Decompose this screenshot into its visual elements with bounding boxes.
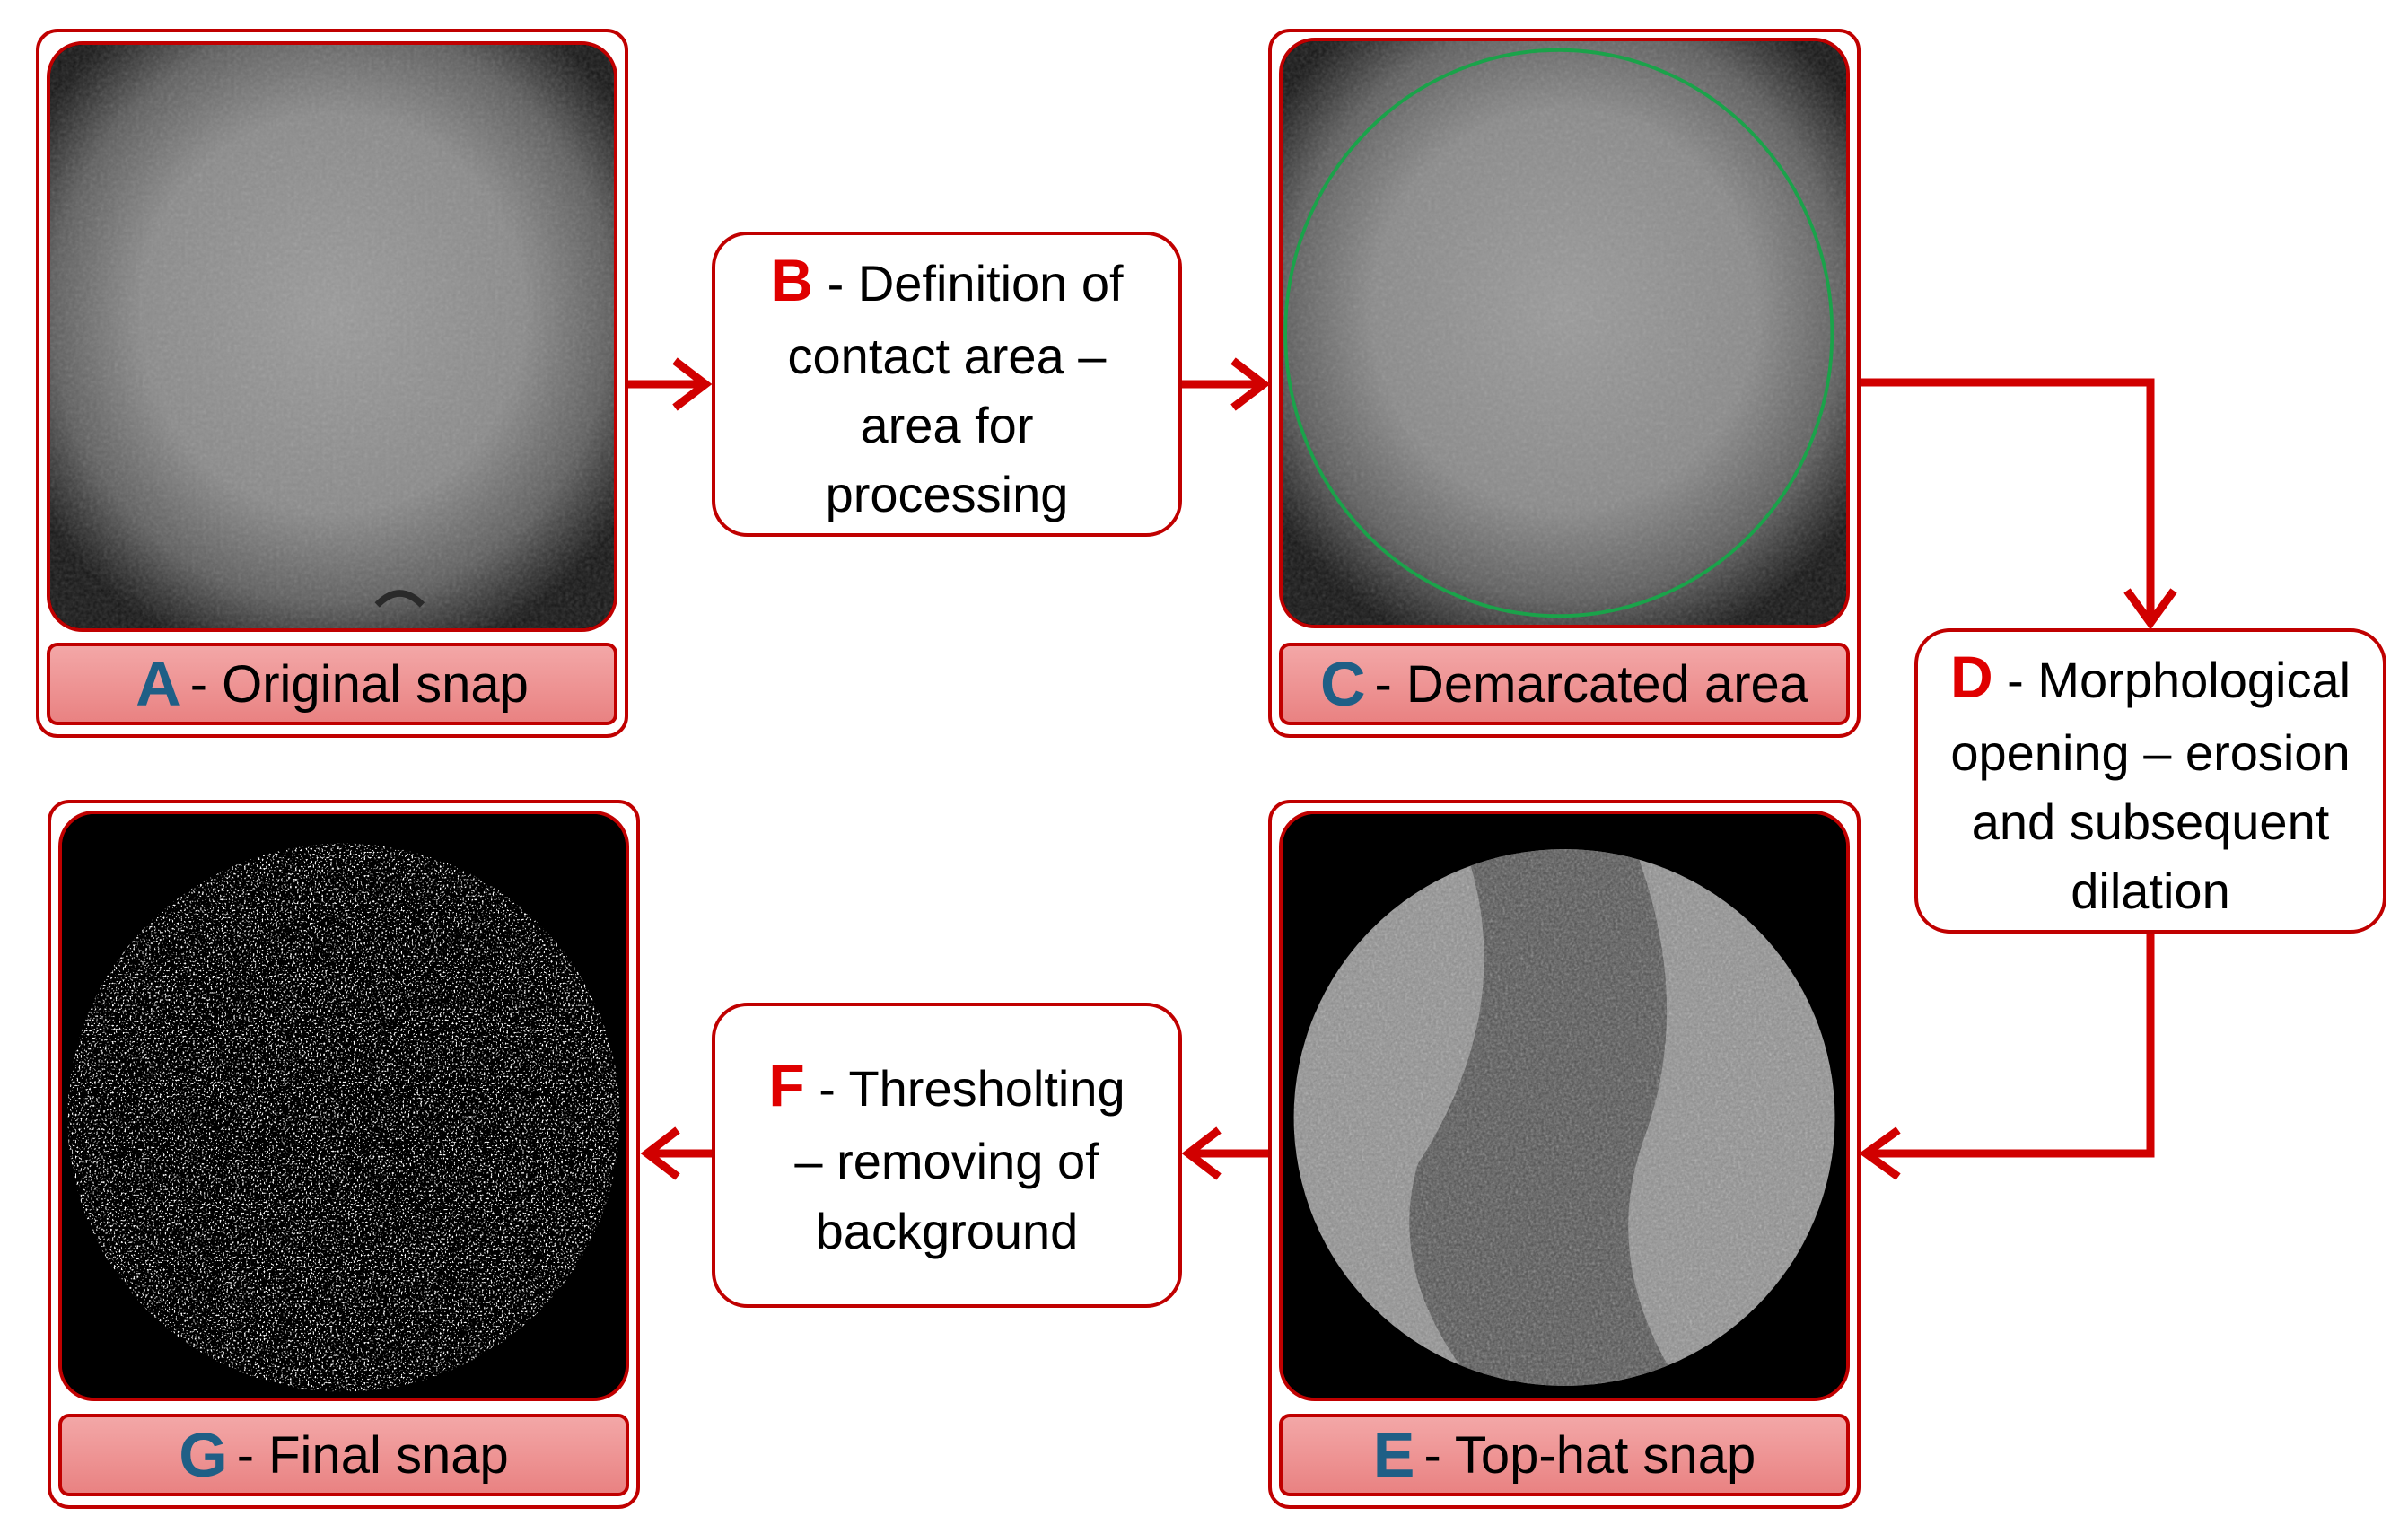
caption-text-a: - Original snap [189, 654, 529, 714]
arrowhead-e-to-f [1181, 1126, 1222, 1180]
arrowhead-f-to-g [640, 1126, 680, 1180]
step-f-line3: background [815, 1202, 1079, 1259]
arrowhead-b-to-c [1230, 357, 1271, 411]
step-d-line2: opening – erosion [1950, 723, 2351, 781]
caption-letter-c: C [1319, 649, 1366, 719]
caption-demarcated-area: C - Demarcated area [1279, 643, 1850, 725]
step-f-line1: - Thresholting [804, 1060, 1125, 1118]
step-b-line4: processing [825, 466, 1069, 523]
step-b-line1: - Definition of [813, 254, 1124, 311]
caption-text-e: - Top-hat snap [1423, 1425, 1756, 1485]
arrowhead-a-to-b [672, 357, 713, 411]
caption-final-snap: G - Final snap [58, 1414, 629, 1496]
caption-original-snap: A - Original snap [47, 643, 617, 725]
step-d-line3: and subsequent [1971, 793, 2330, 850]
caption-text-c: - Demarcated area [1374, 654, 1809, 714]
caption-letter-e: E [1372, 1420, 1415, 1490]
demarcation-circle [1283, 48, 1834, 618]
step-b-letter: B [770, 246, 814, 313]
step-b-line3: area for [860, 396, 1034, 453]
step-f-line2: – removing of [794, 1133, 1099, 1190]
arrowhead-d-to-e [1859, 1126, 1901, 1180]
step-definition-of-contact-area: B - Definition of contact area – area fo… [712, 232, 1182, 537]
step-morphological-opening: D - Morphological opening – erosion and … [1914, 628, 2386, 934]
caption-letter-a: A [136, 649, 181, 719]
arrow-d-to-e [1871, 934, 2155, 1158]
step-d-text: D - Morphological opening – erosion and … [1950, 636, 2351, 926]
step-b-line2: contact area – [787, 327, 1107, 384]
caption-top-hat-snap: E - Top-hat snap [1279, 1414, 1850, 1496]
caption-text-g: - Final snap [236, 1425, 509, 1485]
step-d-letter: D [1949, 643, 1993, 710]
step-b-text: B - Definition of contact area – area fo… [770, 240, 1123, 530]
demarcated-area-image [1279, 38, 1850, 628]
step-d-line4: dilation [2071, 863, 2230, 920]
original-snap-image [47, 41, 617, 632]
step-thresholting: F - Thresholting – removing of backgroun… [712, 1003, 1182, 1308]
final-snap-image [58, 811, 629, 1401]
arrowhead-c-to-d [2123, 588, 2177, 630]
step-d-line1: - Morphological [1992, 651, 2351, 708]
step-f-text: F - Thresholting – removing of backgroun… [768, 1045, 1125, 1266]
top-hat-snap-image [1279, 811, 1850, 1401]
caption-letter-g: G [179, 1420, 228, 1490]
arrow-c-to-d [1861, 378, 2155, 618]
step-f-letter: F [768, 1052, 805, 1119]
